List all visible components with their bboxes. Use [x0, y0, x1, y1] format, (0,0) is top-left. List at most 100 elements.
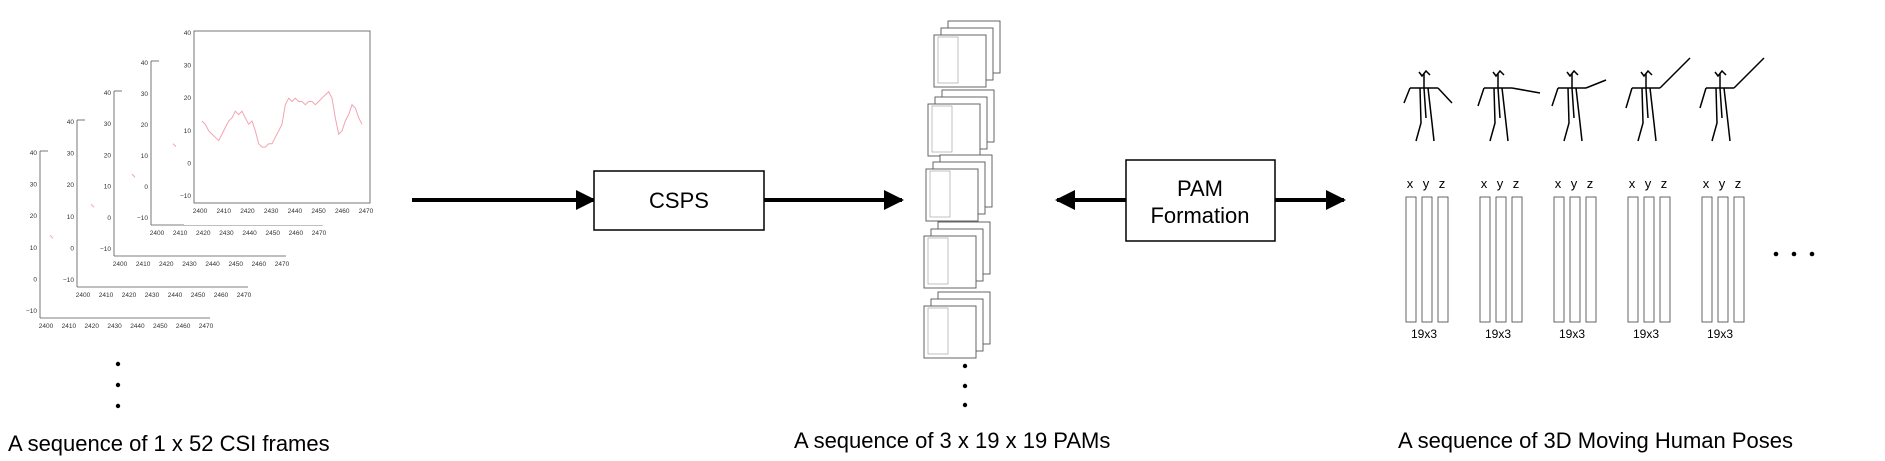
pose-head: [1566, 69, 1579, 78]
pam-matrix: [927, 103, 981, 157]
csi-x-tick-label: 2450: [311, 208, 326, 215]
csi-y-tick-label: 30: [30, 182, 38, 189]
pose-right-arm: [1437, 87, 1453, 104]
csi-y-tick-label: 0: [107, 215, 111, 222]
csi-x-tick-label: 2440: [130, 323, 145, 330]
csi-x-tick-label: 2470: [199, 323, 214, 330]
pose-right-leg: [1723, 87, 1731, 142]
pose-left-leg: [1711, 87, 1718, 142]
csi-x-tick-label: 2450: [228, 261, 243, 268]
pam-matrix-shadow: [929, 170, 951, 218]
csi-x-tick-label: 2470: [275, 261, 290, 268]
csi-x-tick-label: 2420: [84, 323, 99, 330]
csi-x-tick-label: 2410: [62, 323, 77, 330]
csi-x-tick-label: 2430: [219, 230, 234, 237]
pose-continuation-dots: [1773, 251, 1815, 257]
pose-left-leg: [1415, 87, 1422, 142]
pose-left-arm: [1403, 87, 1411, 104]
pose-head: [1640, 69, 1653, 78]
pose-right-arm: [1585, 79, 1607, 89]
csps-box-label: CSPS: [649, 188, 709, 213]
csi-x-tick-label: 2460: [176, 323, 191, 330]
csi-signal-fragment: [90, 203, 95, 208]
pose-coord-label: z: [1735, 176, 1742, 191]
csps-box: [593, 170, 765, 231]
pose-right-leg: [1649, 87, 1657, 142]
pam-formation-label-line1: PAM: [1177, 176, 1223, 201]
csi-x-tick-label: 2410: [216, 208, 231, 215]
pose-head: [1714, 69, 1727, 78]
csi-x-tick-label: 2400: [150, 230, 165, 237]
pose-dims-label: 19x3: [1633, 327, 1659, 341]
pose-dims-label: 19x3: [1559, 327, 1585, 341]
csi-x-tick-label: 2420: [159, 261, 174, 268]
csi-y-tick-label: 30: [67, 151, 75, 158]
pose-coord-label: x: [1481, 176, 1488, 191]
csi-x-tick-label: 2440: [205, 261, 220, 268]
pam-matrix-group: [933, 20, 1001, 88]
pose-spine: [1571, 87, 1575, 119]
pose-coord-label: x: [1407, 176, 1414, 191]
pose-coord-label: y: [1497, 176, 1504, 191]
csi-x-tick-label: 2440: [242, 230, 257, 237]
csi-x-tick-label: 2400: [76, 292, 91, 299]
csi-y-tick-label: −10: [26, 308, 37, 315]
caption-poses: A sequence of 3D Moving Human Poses: [1398, 428, 1793, 453]
pose-left-arm: [1625, 87, 1633, 109]
csi-y-tick-label: 40: [67, 119, 75, 126]
csi-x-tick-label: 2430: [107, 323, 122, 330]
pam-matrix-group: [923, 221, 991, 289]
csi-y-tick-label: 20: [30, 213, 38, 220]
pose-joint-vector: [1585, 196, 1597, 323]
csi-y-tick-label: 0: [144, 184, 148, 191]
pam-matrix-group: [925, 154, 993, 222]
pose-left-arm: [1477, 87, 1485, 107]
pose-joint-vector: [1659, 196, 1671, 323]
csi-x-tick-label: 2430: [145, 292, 160, 299]
pose-coord-label: y: [1645, 176, 1652, 191]
pam-matrix-shadow: [937, 36, 959, 84]
csi-y-tick-label: 0: [187, 160, 191, 167]
pose-coord-label: z: [1513, 176, 1520, 191]
pose-spine: [1497, 87, 1501, 119]
pose-right-arm: [1733, 57, 1765, 89]
csi-x-tick-label: 2440: [288, 208, 303, 215]
csi-plot-background: [184, 25, 376, 225]
csi-x-tick-label: 2400: [193, 208, 208, 215]
pose-right-leg: [1501, 87, 1509, 142]
pam-formation-label-line2: Formation: [1150, 203, 1249, 228]
csi-x-tick-label: 2420: [240, 208, 255, 215]
csi-y-tick-label: 0: [33, 276, 37, 283]
pose-right-arm: [1511, 87, 1541, 94]
pose-coord-label: x: [1629, 176, 1636, 191]
csi-y-tick-label: 20: [104, 152, 112, 159]
pose-spine: [1423, 87, 1427, 119]
csi-x-tick-label: 2410: [99, 292, 114, 299]
csi-frame-stack: 40 30 20 10 0 −10 2400 2410 2420 2430 2440 2450 2460…: [26, 25, 376, 340]
pose-coord-label: z: [1587, 176, 1594, 191]
caption-csi-frames: A sequence of 1 x 52 CSI frames: [8, 431, 330, 456]
pose-left-arm: [1551, 87, 1559, 107]
csi-x-tick-label: 2430: [182, 261, 197, 268]
csi-x-tick-label: 2400: [39, 323, 54, 330]
csi-x-tick-label: 2420: [122, 292, 137, 299]
csi-y-tick-label: 10: [30, 245, 38, 252]
csi-signal-fragment: [49, 234, 54, 239]
csi-y-tick-label: 10: [141, 153, 149, 160]
pose-left-arm: [1699, 87, 1707, 109]
pose-coord-label: x: [1555, 176, 1562, 191]
pose-dims-label: 19x3: [1485, 327, 1511, 341]
pam-stack: [923, 20, 1001, 359]
pose-right-leg: [1427, 87, 1435, 142]
pam-matrix-group: [923, 291, 991, 359]
csi-x-tick-label: 2450: [191, 292, 206, 299]
csi-y-tick-label: −10: [63, 277, 74, 284]
pose-joint-vector: [1701, 196, 1713, 323]
csi-x-tick-label: 2450: [265, 230, 280, 237]
csi-y-tick-label: 10: [184, 128, 192, 135]
pose-joint-vector: [1717, 196, 1729, 323]
